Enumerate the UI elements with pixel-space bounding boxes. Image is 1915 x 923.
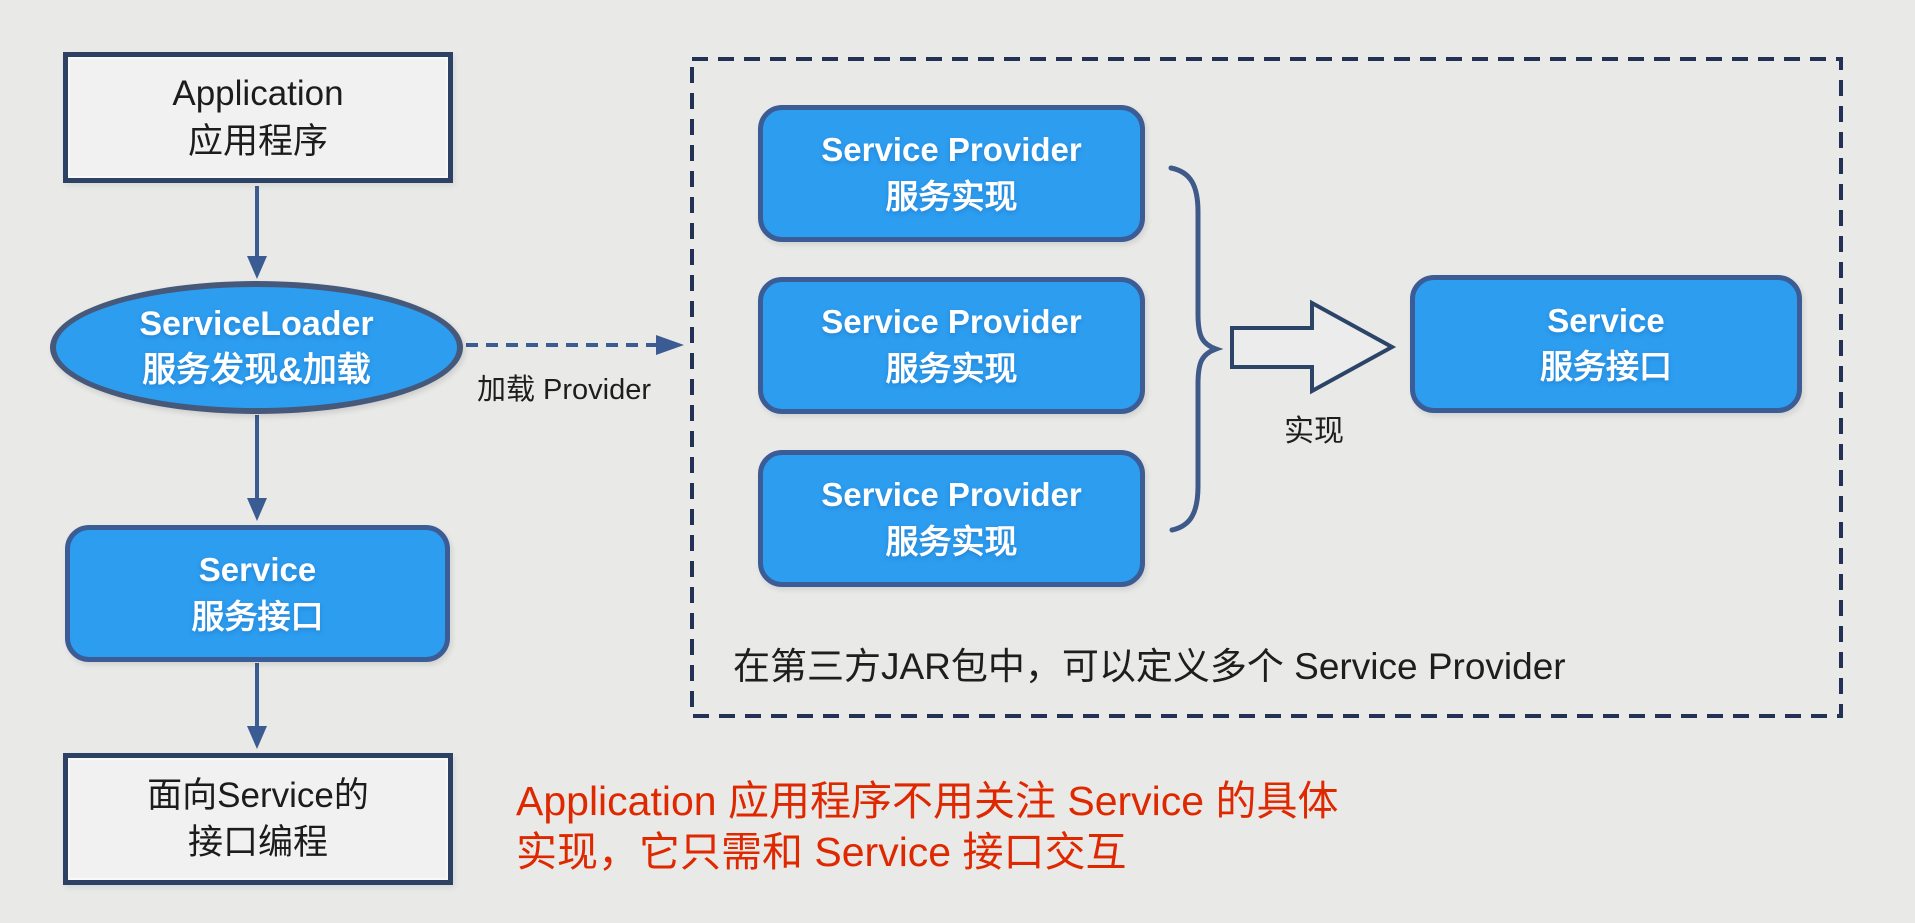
load-provider-label: 加载 Provider [477, 374, 652, 406]
service-box-right: Service 服务接口 [1410, 275, 1802, 413]
arrow-load-provider-dashed [466, 335, 684, 355]
provider2-line1: Service Provider [821, 303, 1082, 341]
provider2-line2: 服务实现 [885, 349, 1018, 387]
curly-brace [1168, 165, 1224, 533]
red-footnote-line2: 实现，它只需和 Service 接口交互 [516, 829, 1127, 875]
service-box-left: Service 服务接口 [65, 525, 450, 662]
interface-box-line2: 接口编程 [187, 823, 328, 862]
serviceloader-ellipse: ServiceLoader 服务发现&加载 [50, 281, 463, 414]
red-footnote-line1: Application 应用程序不用关注 Service 的具体 [516, 778, 1339, 824]
provider1-line1: Service Provider [821, 131, 1082, 169]
application-box-line1: Application [172, 74, 344, 114]
service-provider-box-3: Service Provider 服务实现 [758, 450, 1145, 587]
service-box-right-line2: 服务接口 [1540, 348, 1672, 385]
interface-box-line1: 面向Service的 [147, 775, 369, 815]
service-box-left-line2: 服务接口 [191, 597, 324, 635]
interface-programming-box: 面向Service的 接口编程 [63, 753, 453, 885]
arrow-loader-to-service [247, 415, 267, 521]
application-box-line2: 应用程序 [187, 121, 328, 161]
arrow-application-to-loader [247, 186, 267, 279]
application-box: Application 应用程序 [63, 52, 453, 183]
service-box-right-line1: Service [1547, 301, 1665, 339]
implements-block-arrow [1230, 299, 1397, 395]
service-box-left-line1: Service [198, 551, 317, 589]
arrow-service-to-interface [247, 663, 267, 749]
red-footnote: Application 应用程序不用关注 Service 的具体 实现，它只需和… [516, 776, 1338, 878]
serviceloader-line2: 服务发现&加载 [142, 350, 371, 389]
provider3-line2: 服务实现 [885, 522, 1018, 560]
serviceloader-line1: ServiceLoader [139, 304, 374, 343]
jar-note: 在第三方JAR包中，可以定义多个 Service Provider [733, 646, 1566, 687]
service-provider-box-1: Service Provider 服务实现 [758, 105, 1145, 242]
provider1-line2: 服务实现 [885, 177, 1018, 215]
implements-label: 实现 [1284, 415, 1344, 448]
service-provider-box-2: Service Provider 服务实现 [758, 277, 1145, 414]
provider3-line1: Service Provider [821, 476, 1082, 514]
